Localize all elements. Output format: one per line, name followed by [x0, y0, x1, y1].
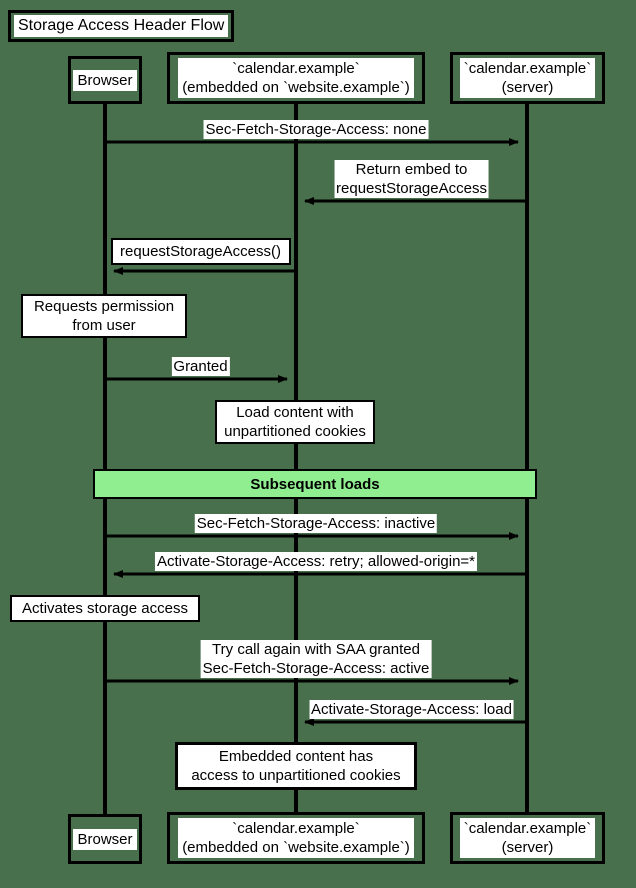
participant-box-server-top[interactable]: `calendar.example` (server) — [450, 52, 605, 104]
message-label-5: Sec-Fetch-Storage-Access: inactive — [194, 514, 438, 533]
diagram-title: Storage Access Header Flow — [14, 15, 229, 37]
participant-label-embed: `calendar.example` (embedded on `website… — [178, 818, 414, 858]
note-embedded-access: Embedded content has access to unpartiti… — [175, 742, 417, 790]
message-label-2: Return embed to requestStorageAccess — [334, 160, 489, 198]
message-label-8: Activate-Storage-Access: load — [309, 700, 514, 719]
participant-label-browser: Browser — [73, 69, 137, 91]
participant-box-embed-bottom[interactable]: `calendar.example` (embedded on `website… — [167, 812, 425, 864]
message-label-1: Sec-Fetch-Storage-Access: none — [203, 120, 429, 139]
note-embedded-access-text: Embedded content has access to unpartiti… — [191, 748, 401, 784]
message-label-box-3: requestStorageAccess() — [110, 238, 291, 265]
note-activates-storage-access-text: Activates storage access — [22, 600, 188, 617]
note-requests-permission: Requests permission from user — [21, 294, 187, 338]
participant-label-server: `calendar.example` (server) — [459, 58, 596, 98]
diagram-title-box: Storage Access Header Flow — [8, 10, 235, 42]
divider-subsequent-loads-text: Subsequent loads — [250, 475, 380, 493]
lifelines-group — [103, 104, 529, 814]
participant-box-browser-top[interactable]: Browser — [68, 56, 142, 104]
divider-subsequent-loads: Subsequent loads — [93, 469, 537, 499]
participant-label-browser: Browser — [73, 828, 137, 850]
participant-box-server-bottom[interactable]: `calendar.example` (server) — [450, 812, 605, 864]
message-label-7: Try call again with SAA granted Sec-Fetc… — [200, 640, 432, 678]
note-load-content: Load content with unpartitioned cookies — [215, 400, 375, 444]
note-load-content-text: Load content with unpartitioned cookies — [224, 404, 366, 440]
participant-box-browser-bottom[interactable]: Browser — [68, 814, 142, 864]
participant-label-server: `calendar.example` (server) — [459, 818, 596, 858]
participant-box-embed-top[interactable]: `calendar.example` (embedded on `website… — [167, 52, 425, 104]
message-label-3: requestStorageAccess() — [120, 243, 281, 260]
message-label-6: Activate-Storage-Access: retry; allowed-… — [154, 552, 478, 571]
participant-label-embed: `calendar.example` (embedded on `website… — [178, 58, 414, 98]
message-arrows-group — [105, 138, 527, 726]
message-label-4: Granted — [171, 357, 230, 376]
note-requests-permission-text: Requests permission from user — [33, 298, 175, 334]
note-activates-storage-access: Activates storage access — [10, 595, 200, 622]
